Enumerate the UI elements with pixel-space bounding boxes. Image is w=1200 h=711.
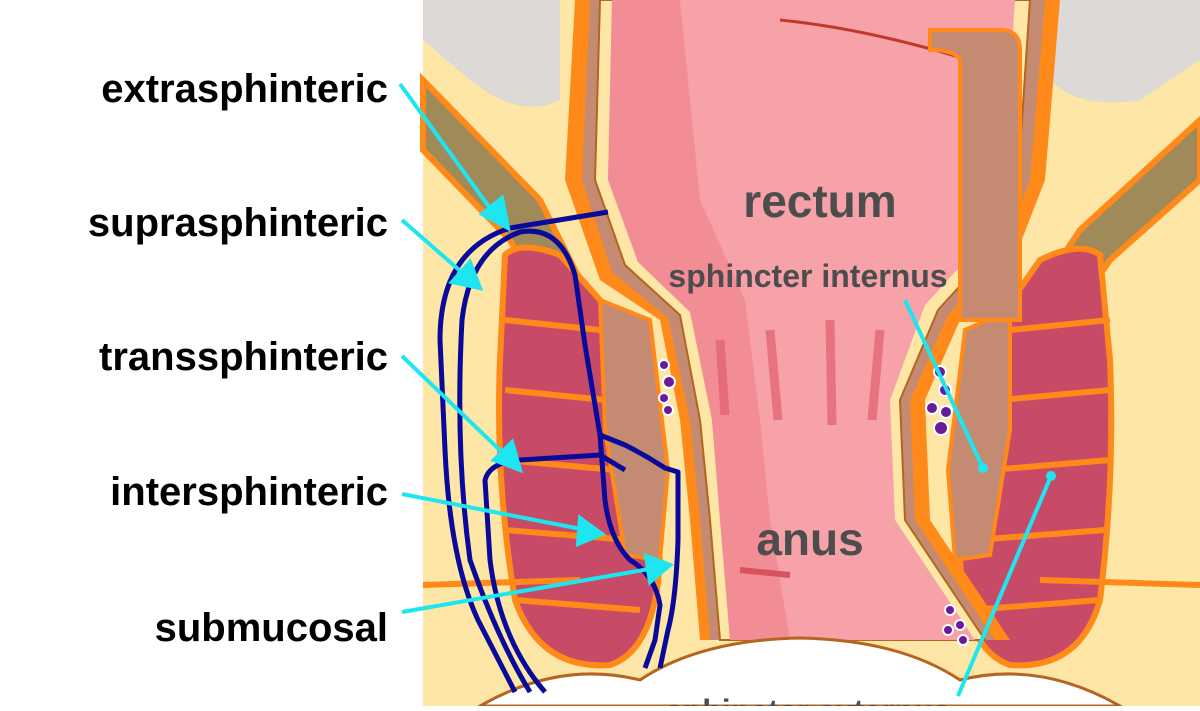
- label-rectum: rectum: [743, 175, 896, 227]
- label-transsphinteric: transsphinteric: [99, 335, 388, 379]
- label-submucosal: submucosal: [155, 606, 388, 650]
- submucosal-tract: [599, 432, 681, 669]
- internal-sphincter: [597, 296, 1012, 563]
- label-intersphinteric: intersphinteric: [110, 470, 388, 514]
- suprasphinteric-tract: [457, 228, 603, 694]
- label-pointers: [398, 82, 1056, 697]
- pelvic-floor-gray: [423, 0, 1200, 107]
- label-suprasphinteric: suprasphinteric: [88, 201, 388, 245]
- colon-fold: [928, 28, 1022, 322]
- anal-glands: [658, 359, 969, 646]
- rectal-mucosa: [608, 0, 1015, 640]
- label-sphincter-internus: sphincter internus: [668, 258, 947, 294]
- label-sphincter-externus: sphincter externus: [665, 693, 951, 706]
- intersphinteric-tract: [597, 434, 663, 669]
- label-extrasphinteric: extrasphinteric: [101, 67, 388, 111]
- transverse-band: [422, 577, 1200, 588]
- extrasphinteric-tract: [437, 209, 609, 694]
- label-anus: anus: [756, 513, 863, 565]
